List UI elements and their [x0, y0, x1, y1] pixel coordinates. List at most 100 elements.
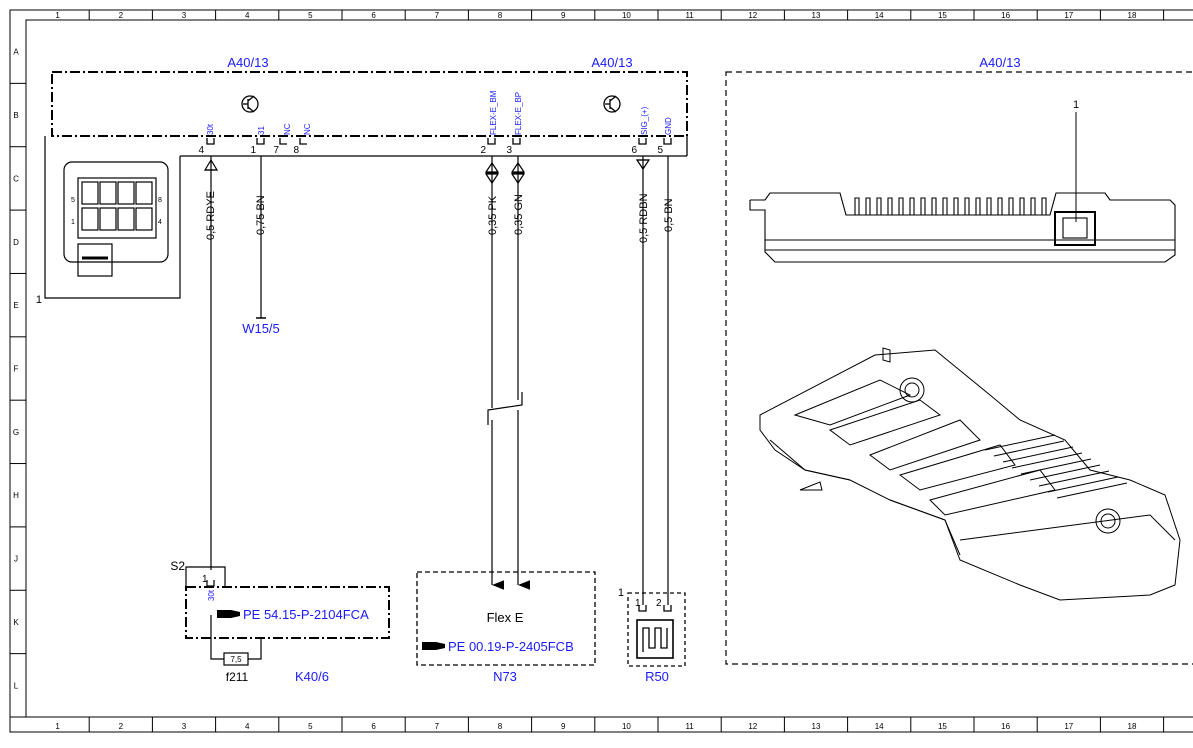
- grid-column-label: 8: [498, 11, 503, 20]
- pin-number-1: 1: [250, 145, 256, 156]
- pin-terminals: [206, 138, 672, 145]
- ecu-iso-fin: [984, 434, 1056, 451]
- pin-name-flex-e-bm: FLEX-E_BM: [489, 90, 498, 135]
- grid-column-label: 14: [875, 11, 884, 20]
- reference-hand-icon: [217, 610, 240, 618]
- flex-sensor-text: Flex E: [487, 610, 524, 625]
- grid-column-label: 1: [55, 722, 60, 731]
- connector-face-view: [44, 136, 181, 299]
- grid-row-label: D: [13, 238, 19, 247]
- resistor-heating-element: [636, 605, 674, 659]
- grid-column-label: 7: [435, 11, 440, 20]
- detail-view-box: [725, 71, 1193, 665]
- grid-column-label: 15: [938, 722, 947, 731]
- grid-column-label: 5: [308, 11, 313, 20]
- ecu-fin: [1019, 197, 1025, 215]
- ecu-fin: [1030, 197, 1036, 215]
- wire-lines: [203, 156, 669, 605]
- pin-name-nc-8: NC: [303, 123, 312, 135]
- grid-row-label: A: [13, 48, 19, 57]
- grid-column-label: 6: [371, 11, 376, 20]
- grid-row-label: B: [13, 111, 18, 120]
- grid-row-label: L: [14, 681, 19, 690]
- resistor-label: R50: [645, 669, 669, 684]
- ecu-iso-fin: [1038, 470, 1110, 487]
- grid-column-label: 4: [245, 11, 250, 20]
- grid-column-label: 13: [812, 11, 821, 20]
- drawing-area-frame: [25, 19, 1193, 718]
- pin-name-sig: SIG_(+): [640, 106, 649, 135]
- pin-number-7: 7: [273, 145, 279, 156]
- grid-column-label: 15: [938, 11, 947, 20]
- wire-label-bn-ground: 0,75 BN: [255, 195, 267, 235]
- grid-column-label: 9: [561, 11, 566, 20]
- grid-column-label: 3: [182, 11, 187, 20]
- resistor-r50-box: [627, 592, 686, 667]
- ecu-fin: [1008, 197, 1014, 215]
- reference-n73: PE 00.19-P-2405FCB: [448, 639, 574, 654]
- grid-row-label: H: [13, 491, 19, 500]
- ecu-fin: [953, 197, 959, 215]
- grid-row-label: F: [14, 365, 19, 374]
- grid-column-label: 2: [119, 11, 124, 20]
- switch-s2-symbol: [185, 566, 226, 586]
- pin-name-31: 31: [257, 126, 266, 135]
- fuse-label: f211: [226, 670, 249, 684]
- wire-label-gn: 0,35 GN: [513, 194, 525, 235]
- grid-column-label: 12: [748, 11, 757, 20]
- grid-column-label: 17: [1064, 722, 1073, 731]
- grid-column-label: 6: [371, 722, 376, 731]
- k40-pin-name-30t: 30t: [207, 589, 216, 601]
- connector-view-pin-4: 4: [158, 219, 162, 226]
- wire-label-pk: 0,35 PK: [487, 195, 499, 235]
- ecu-iso-fin: [1002, 446, 1074, 463]
- pin-number-8: 8: [293, 145, 299, 156]
- wire-label-bn-gnd: 0,5 BN: [663, 198, 675, 232]
- flex-sensor-box: [416, 571, 596, 666]
- grid-row-label: C: [13, 174, 19, 183]
- grid-column-label: 9: [561, 722, 566, 731]
- ecu-fin: [920, 197, 926, 215]
- detail-callout: 1: [1073, 99, 1079, 111]
- ecu-fin: [942, 197, 948, 215]
- detail-view-label: A40/13: [979, 55, 1020, 70]
- ecu-fin: [986, 197, 992, 215]
- ecu-fin: [1041, 197, 1047, 215]
- relay-module-box: [185, 586, 390, 639]
- ecu-side-view: [749, 192, 1176, 263]
- reference-k40: PE 54.15-P-2104FCA: [243, 607, 369, 622]
- k40-pin-number: 1: [202, 574, 208, 585]
- ecu-fin: [975, 197, 981, 215]
- fuse-rating: 7,5: [230, 655, 242, 664]
- grid-column-label: 11: [685, 11, 694, 20]
- grid-column-label: 4: [245, 722, 250, 731]
- grid-row-label: G: [13, 428, 19, 437]
- grid-column-label: 5: [308, 722, 313, 731]
- grid-column-label: 11: [685, 722, 694, 731]
- transistor-symbol-right: [603, 95, 621, 113]
- pin-number-2: 2: [480, 145, 486, 156]
- r50-pin-2: 2: [656, 598, 662, 609]
- grid-column-label: 10: [622, 11, 631, 20]
- ecu-iso-fin: [1047, 476, 1119, 493]
- connector-view-pin-1: 1: [71, 219, 75, 226]
- ecu-fin: [964, 197, 970, 215]
- ecu-fin: [898, 197, 904, 215]
- grid-column-label: 2: [119, 722, 124, 731]
- ecu-iso-fin: [1056, 482, 1128, 499]
- grid-column-label: 3: [182, 722, 187, 731]
- component-label-a40-13: A40/13: [227, 55, 268, 70]
- grid-column-label: 10: [622, 722, 631, 731]
- grid-column-label: 18: [1128, 11, 1137, 20]
- grid-column-label: 16: [1001, 11, 1010, 20]
- grid-column-label: 8: [498, 722, 503, 731]
- sheet-frame: [9, 9, 1193, 733]
- ecu-fin: [931, 197, 937, 215]
- ecu-fin: [876, 197, 882, 215]
- ecu-iso-fin: [993, 440, 1065, 457]
- grid-row-label: K: [13, 618, 19, 627]
- reference-hand-icon-n73: [422, 642, 445, 650]
- ecu-fin: [865, 197, 871, 215]
